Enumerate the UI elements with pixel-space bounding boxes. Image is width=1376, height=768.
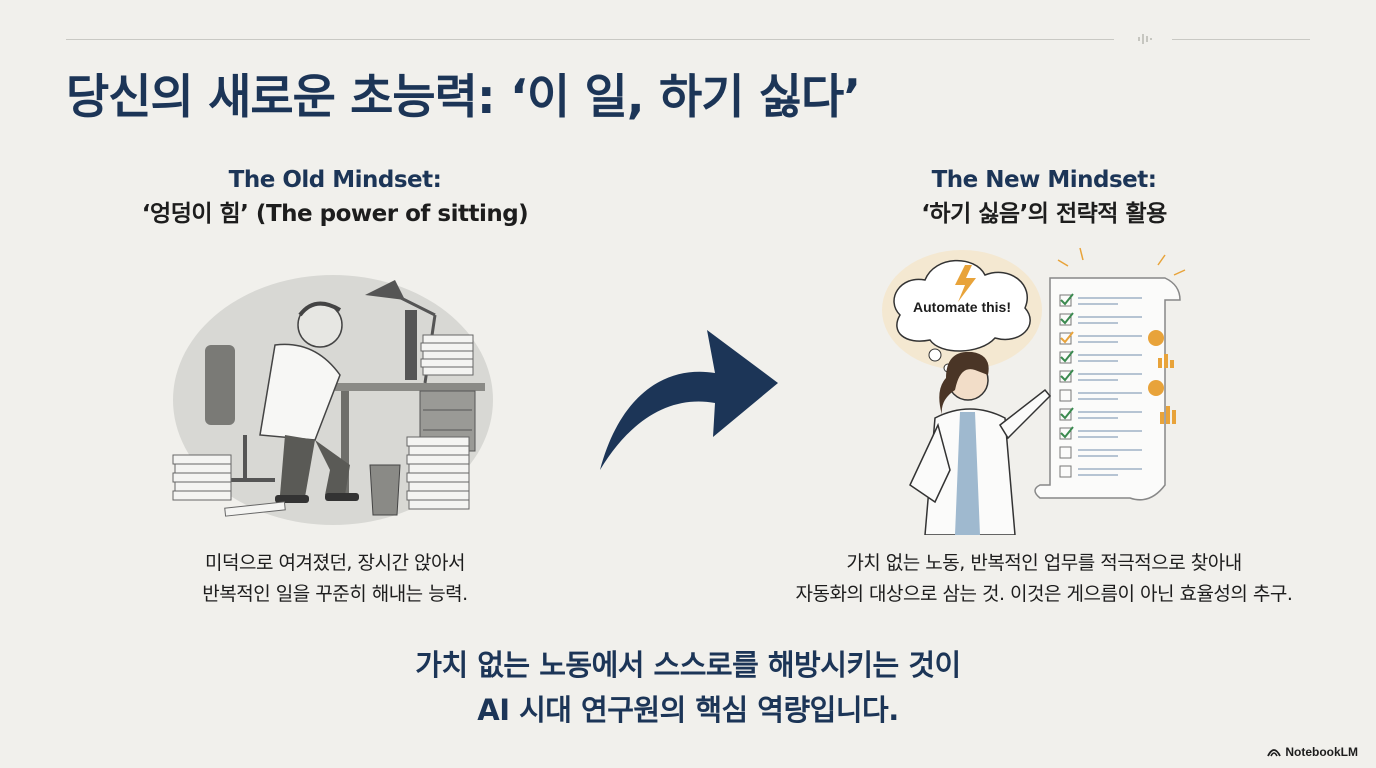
checklist-box (1059, 370, 1072, 383)
checklist-box (1059, 332, 1072, 345)
checklist-box (1059, 294, 1072, 307)
audio-wave-icon (1138, 34, 1152, 44)
new-desc-line-2: 자동화의 대상으로 삼는 것. 이것은 게으름이 아닌 효율성의 추구. (795, 583, 1293, 605)
new-mindset-subtitle: ‘하기 싫음’의 전략적 활용 (921, 201, 1167, 227)
new-mindset-label: The New Mindset: (931, 167, 1157, 193)
conclusion-line-2: AI 시대 연구원의 핵심 역량입니다. (477, 693, 899, 727)
checklist-box (1059, 465, 1072, 478)
researcher-automation-illustration (882, 247, 1186, 535)
new-mindset-heading: The New Mindset: ‘하기 싫음’의 전략적 활용 (804, 163, 1284, 231)
checklist-box (1059, 427, 1072, 440)
old-mindset-subtitle: ‘엉덩이 힘’ (The power of sitting) (141, 201, 529, 227)
checklist-box (1059, 351, 1072, 364)
checklist-box (1059, 446, 1072, 459)
checkmark-icon (1060, 293, 1074, 306)
checklist-box (1059, 389, 1072, 402)
old-desc-line-2: 반복적인 일을 꾸준히 해내는 능력. (202, 583, 468, 605)
checkmark-icon (1060, 407, 1074, 420)
conclusion: 가치 없는 노동에서 스스로를 해방시키는 것이 AI 시대 연구원의 핵심 역… (238, 643, 1138, 733)
old-mindset-heading: The Old Mindset: ‘엉덩이 힘’ (The power of s… (95, 163, 575, 231)
conclusion-line-1: 가치 없는 노동에서 스스로를 해방시키는 것이 (415, 648, 961, 682)
old-desc-line-1: 미덕으로 여겨졌던, 장시간 앉아서 (205, 552, 465, 574)
checklist-box (1059, 408, 1072, 421)
old-mindset-description: 미덕으로 여겨졌던, 장시간 앉아서 반복적인 일을 꾸준히 해내는 능력. (95, 548, 575, 610)
checkmark-icon (1060, 369, 1074, 382)
new-mindset-description: 가치 없는 노동, 반복적인 업무를 적극적으로 찾아내 자동화의 대상으로 삼… (754, 548, 1334, 610)
new-desc-line-1: 가치 없는 노동, 반복적인 업무를 적극적으로 찾아내 (846, 552, 1242, 574)
header-rule-left (66, 39, 1114, 40)
tired-researcher-illustration (172, 275, 493, 525)
automate-bubble-label: Automate this! (913, 299, 1011, 315)
notebooklm-logo-icon (1267, 749, 1282, 757)
slide-title: 당신의 새로운 초능력: ‘이 일, 하기 싫다’ (66, 70, 861, 125)
checklist-box (1059, 313, 1072, 326)
checkmark-icon (1060, 312, 1074, 325)
header-rule-right (1172, 39, 1310, 40)
checkmark-icon (1060, 426, 1074, 439)
checkmark-icon (1060, 350, 1074, 363)
old-mindset-label: The Old Mindset: (228, 167, 442, 193)
brand-mark: NotebookLM (1267, 745, 1358, 759)
transition-arrow-icon (600, 330, 778, 470)
checkmark-icon (1060, 331, 1074, 344)
brand-name: NotebookLM (1285, 745, 1358, 759)
